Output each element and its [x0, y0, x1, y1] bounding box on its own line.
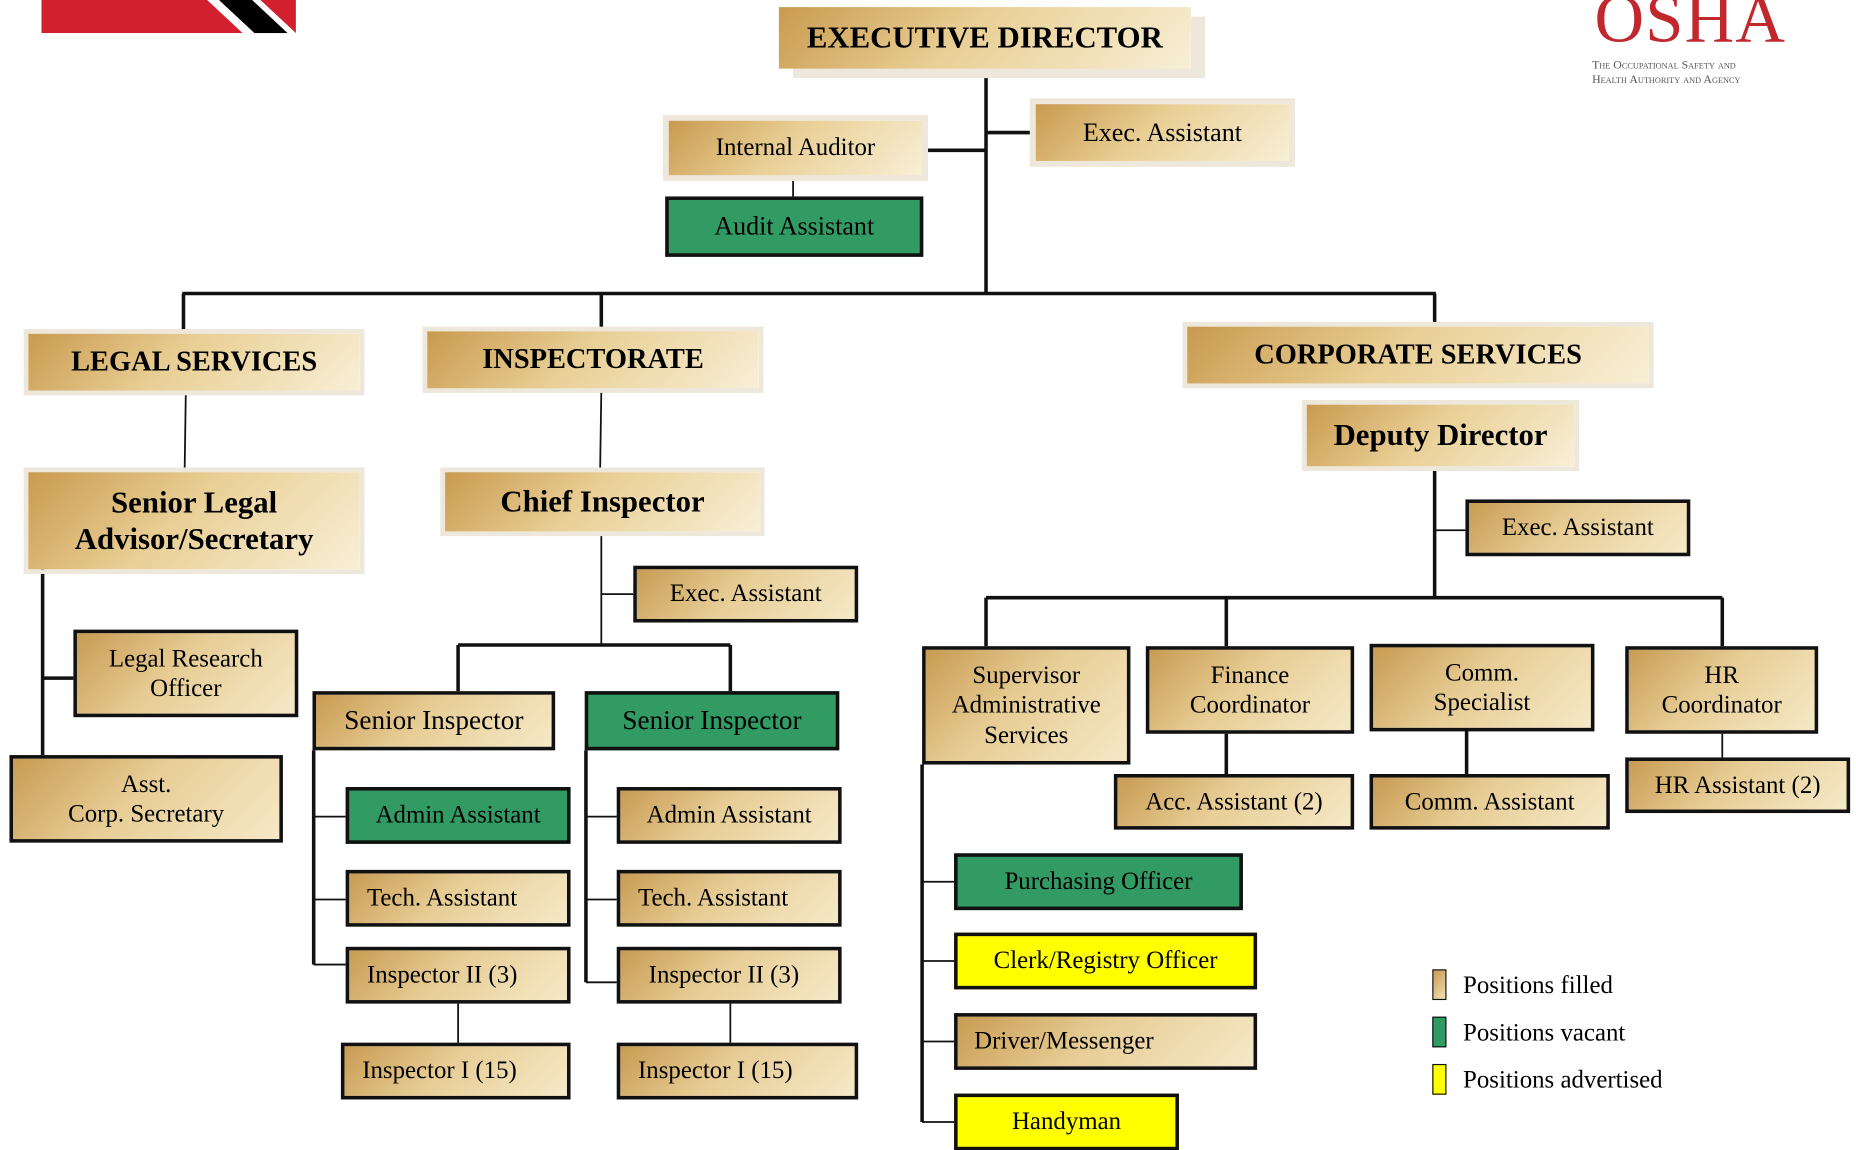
asst-corp-secretary-box: Asst. Corp. Secretary	[9, 755, 283, 843]
comm-assistant-label: Comm. Assistant	[1404, 786, 1575, 816]
chief-inspector-label: Chief Inspector	[500, 484, 705, 519]
driver-messenger-label: Driver/Messenger	[974, 1026, 1154, 1055]
supervisor-admin-services-box: Supervisor Administrative Services	[922, 646, 1131, 765]
legend-item-vacant: Positions vacant	[1432, 1008, 1740, 1055]
inspector-ii-right-box: Inspector II (3)	[616, 946, 842, 1004]
inspector-ii-right-label: Inspector II (3)	[648, 960, 800, 989]
clerk-registry-officer-box: Clerk/Registry Officer	[954, 932, 1258, 990]
inspectorate-exec-assistant-box: Exec. Assistant	[633, 565, 859, 623]
tech-assistant-left-box: Tech. Assistant	[345, 869, 571, 927]
corporate-exec-assistant-box: Exec. Assistant	[1465, 499, 1691, 557]
supervisor-admin-services-label: Supervisor Administrative Services	[951, 660, 1101, 749]
executive-director-box: EXECUTIVE DIRECTOR	[778, 7, 1191, 69]
senior-inspector-right-box: Senior Inspector	[584, 691, 840, 751]
senior-legal-advisor-label: Senior Legal Advisor/Secretary	[74, 485, 314, 557]
legal-research-officer-label: Legal Research Officer	[108, 643, 263, 702]
deputy-director-box: Deputy Director	[1306, 404, 1575, 467]
corporate-services-heading: CORPORATE SERVICES	[1187, 326, 1649, 384]
audit-assistant-label: Audit Assistant	[714, 211, 875, 241]
driver-messenger-box: Driver/Messenger	[954, 1013, 1258, 1070]
inspectorate-exec-assistant-label: Exec. Assistant	[669, 579, 822, 608]
comm-specialist-box: Comm. Specialist	[1369, 643, 1595, 732]
exec-assistant-top-box: Exec. Assistant	[1035, 104, 1290, 161]
purchasing-officer-box: Purchasing Officer	[954, 853, 1243, 911]
legend-label-filled: Positions filled	[1463, 969, 1613, 999]
tech-assistant-right-label: Tech. Assistant	[638, 883, 789, 912]
hr-assistant-label: HR Assistant (2)	[1654, 770, 1821, 799]
admin-assistant-right-label: Admin Assistant	[646, 800, 812, 829]
legend-swatch-advertised	[1432, 1063, 1447, 1095]
legend-swatch-filled	[1432, 969, 1447, 1001]
inspector-i-left-box: Inspector I (15)	[340, 1042, 571, 1100]
hr-coordinator-label: HR Coordinator	[1661, 660, 1782, 719]
senior-inspector-left-label: Senior Inspector	[344, 705, 524, 736]
chief-inspector-box: Chief Inspector	[445, 472, 760, 532]
inspectorate-heading: INSPECTORATE	[427, 331, 759, 389]
comm-specialist-label: Comm. Specialist	[1433, 657, 1531, 717]
senior-inspector-left-box: Senior Inspector	[312, 691, 556, 751]
osha-logo-subtitle: The Occupational Safety and Health Autho…	[1592, 59, 1817, 87]
deputy-director-label: Deputy Director	[1333, 418, 1548, 453]
asst-corp-secretary-label: Asst. Corp. Secretary	[68, 769, 225, 828]
osha-subtitle-line-1: The Occupational Safety and	[1592, 59, 1736, 73]
acc-assistant-label: Acc. Assistant (2)	[1145, 786, 1323, 816]
legend-label-advertised: Positions advertised	[1463, 1064, 1663, 1093]
acc-assistant-box: Acc. Assistant (2)	[1113, 774, 1355, 830]
osha-subtitle-line-2: Health Authority and Agency	[1592, 73, 1741, 87]
inspector-i-right-label: Inspector I (15)	[638, 1056, 793, 1085]
legend-label-vacant: Positions vacant	[1463, 1017, 1626, 1046]
hr-coordinator-box: HR Coordinator	[1625, 646, 1819, 734]
admin-assistant-left-label: Admin Assistant	[375, 800, 541, 829]
legend: Positions filled Positions vacant Positi…	[1432, 961, 1740, 1103]
corporate-exec-assistant-label: Exec. Assistant	[1501, 512, 1654, 542]
corporate-services-label: CORPORATE SERVICES	[1254, 339, 1582, 370]
legend-item-advertised: Positions advertised	[1432, 1056, 1740, 1103]
inspector-ii-left-label: Inspector II (3)	[366, 960, 518, 989]
admin-assistant-right-box: Admin Assistant	[616, 787, 842, 844]
inspector-ii-left-box: Inspector II (3)	[345, 946, 571, 1004]
tech-assistant-right-box: Tech. Assistant	[616, 869, 842, 927]
osha-logo: OSHA The Occupational Safety and Health …	[1580, 0, 1817, 95]
finance-coordinator-box: Finance Coordinator	[1145, 646, 1355, 734]
senior-legal-advisor-box: Senior Legal Advisor/Secretary	[28, 472, 360, 570]
comm-assistant-box: Comm. Assistant	[1369, 774, 1610, 830]
trinidad-flag-logo	[41, 0, 296, 34]
handyman-box: Handyman	[954, 1093, 1179, 1150]
inspectorate-label: INSPECTORATE	[482, 343, 704, 375]
hr-assistant-box: HR Assistant (2)	[1625, 757, 1851, 814]
inspector-i-right-box: Inspector I (15)	[616, 1042, 859, 1100]
clerk-registry-officer-label: Clerk/Registry Officer	[993, 946, 1218, 975]
legend-swatch-vacant	[1432, 1016, 1447, 1048]
legal-services-label: LEGAL SERVICES	[71, 346, 318, 378]
finance-coordinator-label: Finance Coordinator	[1189, 660, 1311, 719]
legal-services-heading: LEGAL SERVICES	[28, 333, 360, 391]
tech-assistant-left-label: Tech. Assistant	[366, 883, 518, 912]
executive-director-label: EXECUTIVE DIRECTOR	[806, 20, 1163, 55]
internal-auditor-label: Internal Auditor	[715, 133, 876, 162]
audit-assistant-box: Audit Assistant	[665, 196, 924, 257]
exec-assistant-top-label: Exec. Assistant	[1082, 116, 1242, 147]
senior-inspector-right-label: Senior Inspector	[622, 705, 802, 736]
purchasing-officer-label: Purchasing Officer	[1004, 866, 1193, 896]
legend-item-filled: Positions filled	[1432, 961, 1740, 1008]
legal-research-officer-box: Legal Research Officer	[73, 629, 299, 718]
internal-auditor-box: Internal Auditor	[668, 120, 923, 176]
handyman-label: Handyman	[1011, 1107, 1122, 1136]
inspector-i-left-label: Inspector I (15)	[362, 1056, 517, 1085]
osha-logo-word: OSHA	[1594, 0, 1787, 57]
admin-assistant-left-box: Admin Assistant	[345, 787, 571, 844]
